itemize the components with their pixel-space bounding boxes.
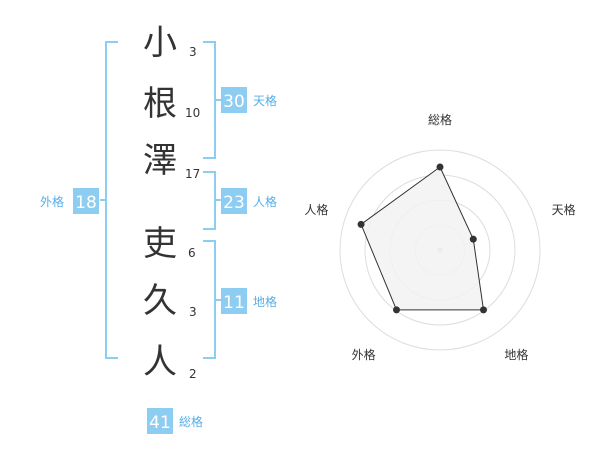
radar-axis-label-1: 総格 [428,112,452,127]
gaikaku-badge-box [73,188,99,214]
kanji-char-2: 根 [143,84,177,124]
gaikaku-badge: 18 外格 [40,188,99,214]
stroke-count-2: 10 [185,106,200,120]
stroke-count-1: 3 [189,45,197,59]
radar-axis-label-2: 天格 [552,202,576,217]
chikaku-value: 11 [223,293,245,313]
radar-axis-label-5: 人格 [304,202,328,217]
name-column: 小 3 根 10 澤 17 吏 6 久 3 人 2 [143,23,200,382]
jinkaku-value: 23 [223,193,245,213]
soukaku-badge: 41 総格 [147,408,203,434]
gaikaku-value: 18 [75,193,97,213]
radar-point-5 [357,220,365,228]
radar-point-2 [469,235,477,243]
jinkaku-label: 人格 [253,194,277,209]
radar-ring-4 [339,149,541,351]
radar-axis-label-3: 地格 [504,347,528,362]
soukaku-label: 総格 [179,414,203,429]
jinkaku-badge: 23 人格 [221,188,277,214]
jinkaku-bracket [203,171,216,230]
jinkaku-badge-box [221,188,247,214]
soukaku-badge-box [147,408,173,434]
soukaku-value: 41 [149,413,171,433]
stroke-count-4: 6 [188,246,196,260]
chikaku-label: 地格 [253,294,277,309]
kanji-char-4: 吏 [143,224,177,264]
radar-axis-label-4: 外格 [352,347,376,362]
kanji-char-1: 小 [143,23,177,63]
tenkaku-bracket [203,41,216,159]
radar-polygon [360,166,485,311]
gaikaku-label: 外格 [40,194,64,209]
kanji-char-6: 人 [143,342,177,382]
radar-point-1 [436,163,444,171]
chikaku-badge-box [221,288,247,314]
tenkaku-label: 天格 [253,93,277,108]
chikaku-badge: 11 地格 [221,288,277,314]
tenkaku-value: 30 [223,92,245,112]
kanji-char-5: 久 [143,281,177,321]
gaikaku-bracket [105,41,118,359]
radar-point-4 [393,306,401,314]
chikaku-bracket [203,240,216,359]
stroke-count-6: 2 [189,367,197,381]
kanji-char-3: 澤 [143,141,177,181]
tenkaku-badge: 30 天格 [221,87,277,113]
stroke-count-3: 17 [185,167,200,181]
radar-point-3 [479,306,487,314]
stroke-count-5: 3 [189,305,197,319]
brackets [100,41,221,359]
tenkaku-badge-box [221,87,247,113]
